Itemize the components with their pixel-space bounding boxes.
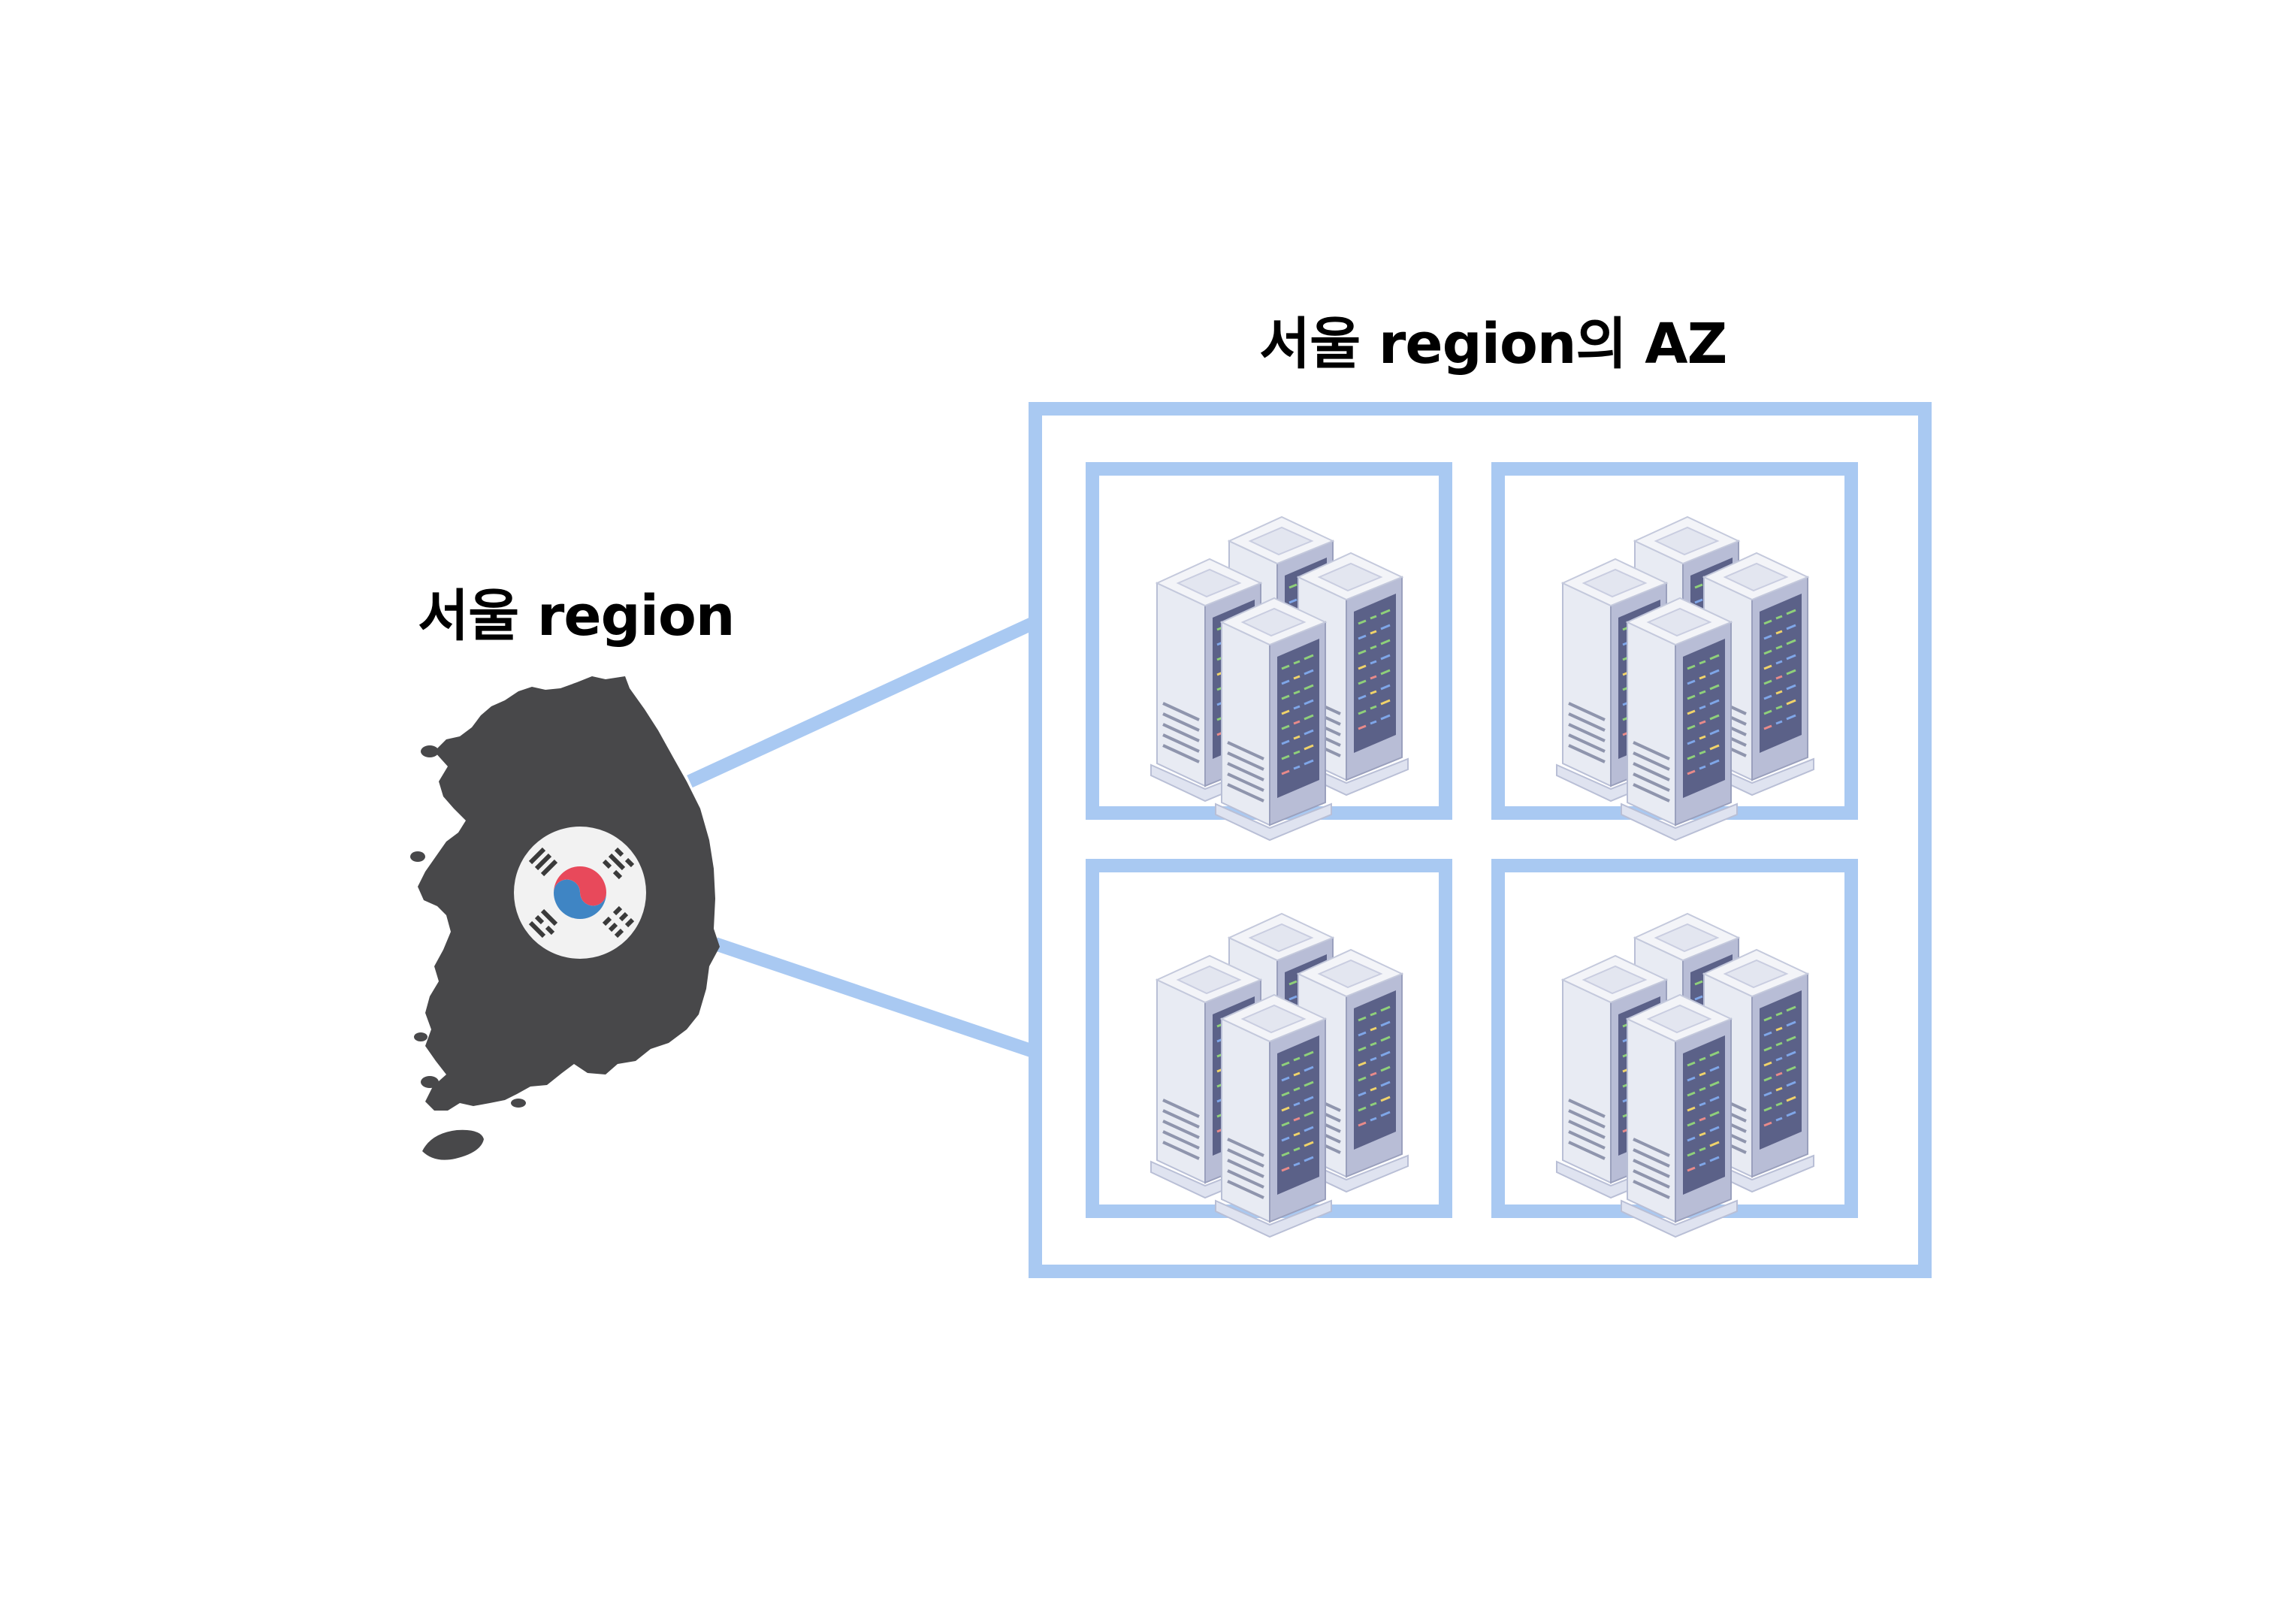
availability-zone-4 — [1491, 859, 1858, 1237]
region-title: 서울 region — [418, 584, 735, 648]
connector-line-upper — [687, 615, 1038, 788]
az-group-title: 서울 region의 AZ — [1259, 312, 1727, 376]
taegukgi-flag-icon — [514, 827, 646, 959]
availability-zone-3 — [1086, 859, 1452, 1237]
connector-line-lower — [713, 937, 1038, 1059]
availability-zone-1 — [1086, 462, 1452, 840]
availability-zone-2 — [1491, 462, 1858, 840]
az-group-frame — [1029, 402, 1932, 1278]
